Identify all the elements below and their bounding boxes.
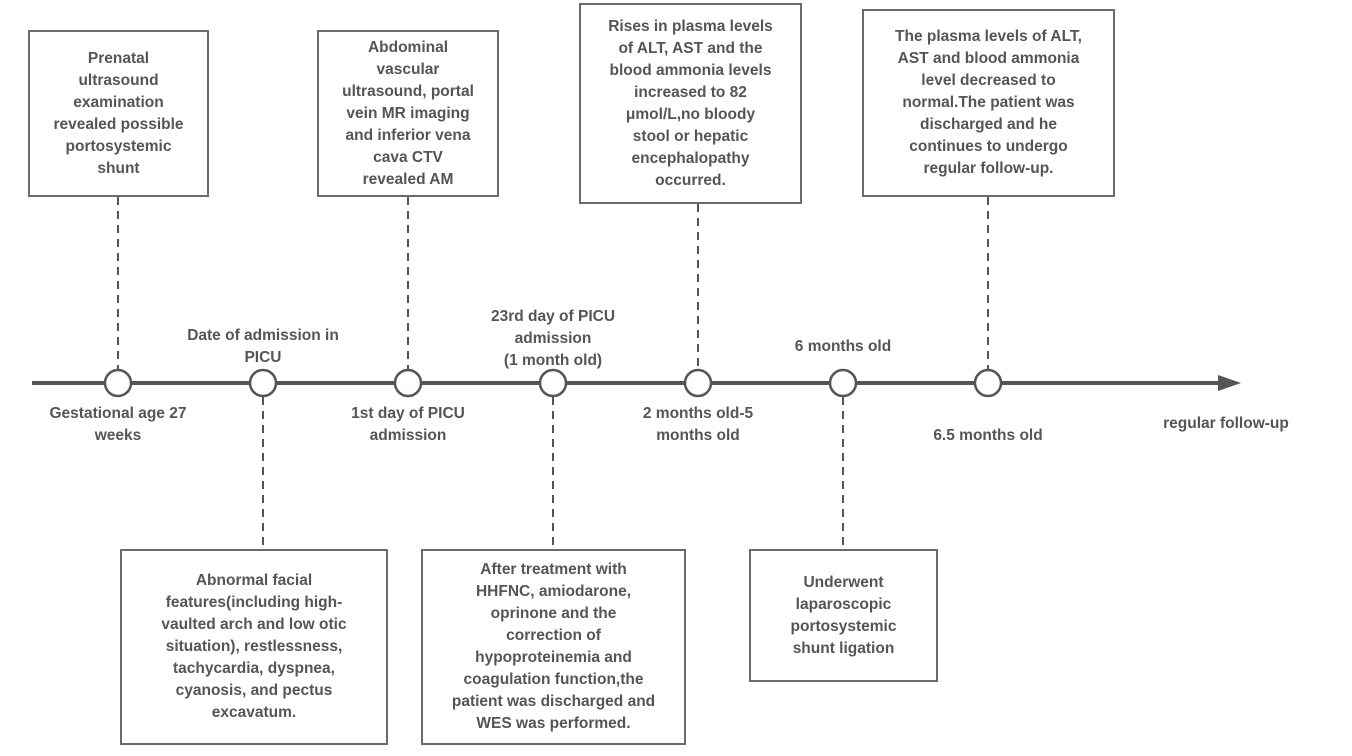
milestone-label-2: Date of admission in PICU bbox=[187, 327, 339, 366]
event-box-3: Abdominal vascular ultrasound, portal ve… bbox=[317, 30, 499, 197]
milestone-node-5 bbox=[683, 368, 713, 398]
milestone-node-4 bbox=[538, 368, 568, 398]
milestone-node-7 bbox=[973, 368, 1003, 398]
milestone-label-6: 6 months old bbox=[794, 338, 892, 355]
milestone-label-3: 1st day of PICU admission bbox=[351, 405, 465, 444]
event-box-6: Underwent laparoscopic portosystemic shu… bbox=[749, 549, 938, 682]
event-box-7: The plasma levels of ALT, AST and blood … bbox=[862, 9, 1115, 197]
milestone-node-6 bbox=[828, 368, 858, 398]
milestone-label-5: 2 months old-5 months old bbox=[642, 405, 754, 444]
milestone-label-4: 23rd day of PICU admission (1 month old) bbox=[490, 308, 616, 369]
event-box-4: After treatment with HHFNC, amiodarone, … bbox=[421, 549, 686, 745]
milestone-label-1: Gestational age 27 weeks bbox=[49, 405, 187, 444]
timeline-arrowhead bbox=[1218, 375, 1241, 391]
milestone-node-3 bbox=[393, 368, 423, 398]
event-box-1: Prenatal ultrasound examination revealed… bbox=[28, 30, 209, 197]
event-box-2: Abnormal facial features(including high-… bbox=[120, 549, 388, 745]
milestone-label-7: 6.5 months old bbox=[933, 427, 1043, 444]
event-box-5: Rises in plasma levels of ALT, AST and t… bbox=[579, 3, 802, 204]
milestone-node-1 bbox=[103, 368, 133, 398]
milestone-node-2 bbox=[248, 368, 278, 398]
timeline-end-label: regular follow-up bbox=[1163, 415, 1289, 432]
